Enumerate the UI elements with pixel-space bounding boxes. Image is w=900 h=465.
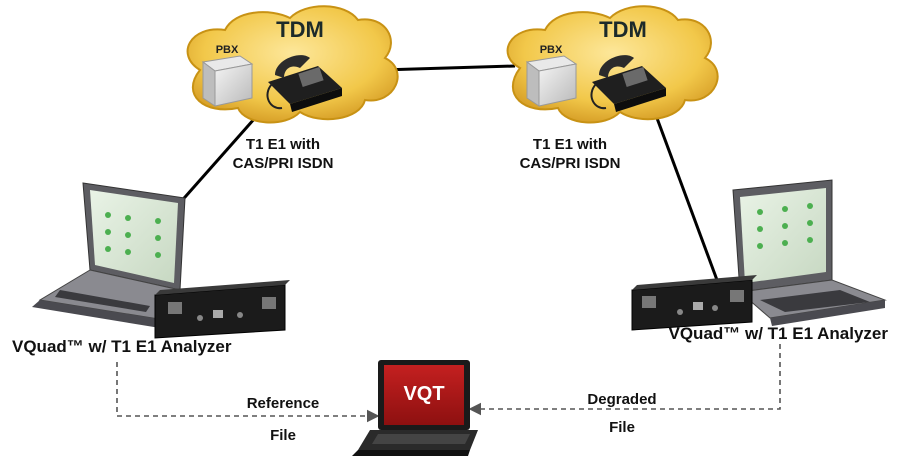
t1-e1-analyzer-right bbox=[631, 275, 757, 331]
laptop-left bbox=[32, 182, 186, 328]
link-label-right-line1: T1 E1 with bbox=[533, 136, 607, 153]
link-tdm-to-tdm bbox=[379, 64, 516, 72]
pbx-label: PBX bbox=[216, 44, 239, 56]
link-label-left-line1: T1 E1 with bbox=[246, 136, 320, 153]
analyzer-label-left: VQuad™ w/ T1 E1 Analyzer bbox=[12, 337, 232, 356]
cloud-title: TDM bbox=[276, 17, 324, 42]
telephone-icon bbox=[590, 55, 666, 112]
degraded-file-path bbox=[468, 344, 781, 416]
link-label-left-line2: CAS/PRI ISDN bbox=[233, 155, 334, 172]
vqt-laptop: VQT bbox=[352, 360, 478, 456]
t1-e1-analyzer-left bbox=[154, 280, 290, 339]
tdm-cloud-right: TDM PBX bbox=[506, 5, 719, 124]
analyzer-label-right: VQuad™ w/ T1 E1 Analyzer bbox=[669, 324, 889, 343]
link-left-cloud-to-analyzer bbox=[176, 117, 257, 206]
tdm-cloud-left: TDM PBX bbox=[186, 5, 399, 124]
pbx-label: PBX bbox=[540, 44, 563, 56]
pbx-icon: PBX bbox=[525, 44, 578, 107]
reference-label-line1: Reference bbox=[247, 395, 320, 412]
cloud-title: TDM bbox=[599, 17, 647, 42]
telephone-icon bbox=[266, 55, 342, 112]
pbx-icon: PBX bbox=[201, 44, 254, 107]
link-right-cloud-to-analyzer bbox=[652, 109, 719, 281]
reference-file-path bbox=[116, 362, 380, 423]
reference-label-line2: File bbox=[270, 427, 296, 444]
link-label-right-line2: CAS/PRI ISDN bbox=[520, 155, 621, 172]
degraded-label-line1: Degraded bbox=[587, 391, 656, 408]
vqt-screen-label: VQT bbox=[403, 383, 444, 405]
laptop-right bbox=[732, 179, 887, 326]
degraded-label-line2: File bbox=[609, 419, 635, 436]
